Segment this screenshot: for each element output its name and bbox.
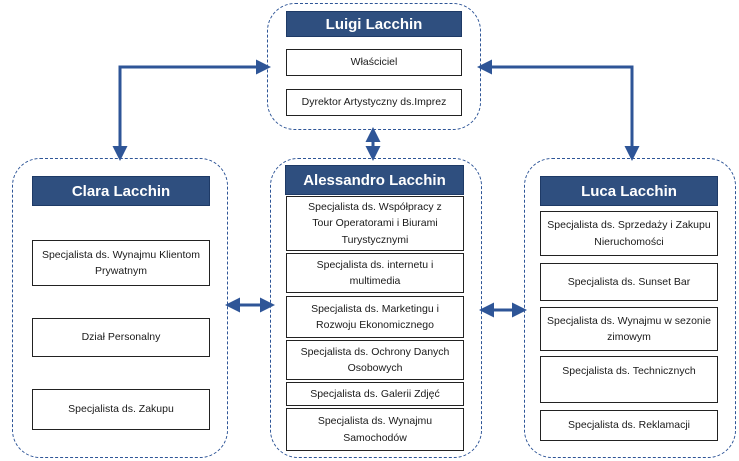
header-luca: Luca Lacchin [540, 176, 718, 206]
group-clara [12, 158, 228, 458]
role-data-protection: Specjalista ds. Ochrony Danych Osobowych [286, 340, 464, 380]
group-luigi [267, 3, 481, 130]
header-luigi: Luigi Lacchin [286, 11, 462, 37]
header-alessandro: Alessandro Lacchin [285, 165, 464, 195]
group-luca [524, 158, 736, 458]
role-marketing: Specjalista ds. Marketingu i Rozwoju Eko… [286, 296, 464, 338]
role-complaints: Specjalista ds. Reklamacji [540, 410, 718, 441]
connector-top-left [112, 59, 271, 161]
role-artistic-director: Dyrektor Artystyczny ds.Imprez [286, 89, 462, 116]
role-tour-operators: Specjalista ds. Współpracy z Tour Operat… [286, 196, 464, 251]
connector-top-right [477, 59, 640, 161]
role-owner: Właściciel [286, 49, 462, 76]
role-sunset-bar: Specjalista ds. Sunset Bar [540, 263, 718, 301]
role-hr: Dział Personalny [32, 318, 210, 357]
header-clara: Clara Lacchin [32, 176, 210, 206]
role-photo-gallery: Specjalista ds. Galerii Zdjęć [286, 382, 464, 406]
role-technical: Specjalista ds. Technicznych [540, 356, 718, 403]
role-private-rental: Specjalista ds. Wynajmu Klientom Prywatn… [32, 240, 210, 286]
role-car-rental: Specjalista ds. Wynajmu Samochodów [286, 408, 464, 451]
role-real-estate: Specjalista ds. Sprzedaży i Zakupu Nieru… [540, 211, 718, 256]
role-purchasing: Specjalista ds. Zakupu [32, 389, 210, 430]
role-internet: Specjalista ds. internetu i multimedia [286, 253, 464, 293]
group-alessandro [270, 158, 482, 458]
role-winter-rental: Specjalista ds. Wynajmu w sezonie zimowy… [540, 307, 718, 351]
